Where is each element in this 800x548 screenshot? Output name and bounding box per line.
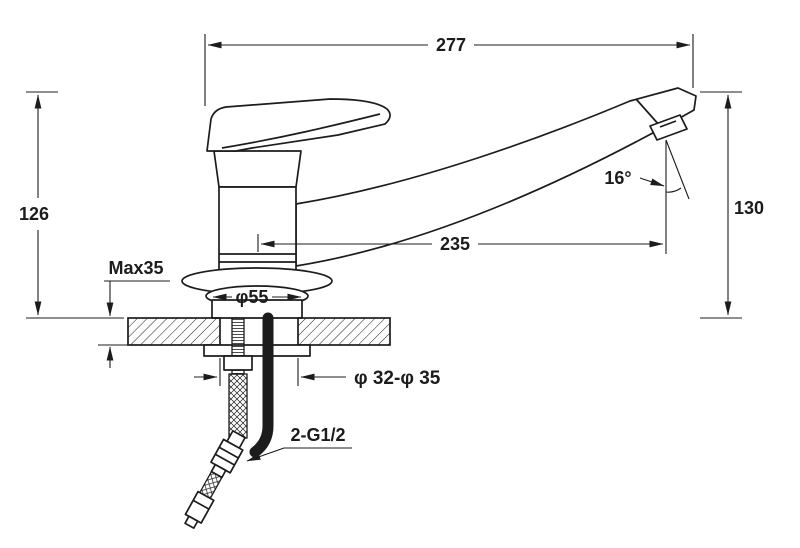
countertop-right	[297, 317, 391, 346]
faucet-spout	[295, 87, 697, 267]
leader-line	[246, 447, 285, 462]
dim-spout-height: 130	[700, 91, 764, 319]
angle-leader	[639, 177, 665, 187]
supply-hose-braided	[228, 373, 248, 439]
mounting-nut	[223, 355, 253, 371]
dim-mounting-hole: φ 32-φ 35	[194, 358, 441, 389]
aerator-slot	[659, 120, 677, 128]
dim-base-diameter: φ55	[212, 287, 302, 307]
dim-label-mounting-hole: φ 32-φ 35	[354, 368, 441, 389]
aerator	[649, 114, 688, 141]
connector-nut-facet-2	[214, 453, 235, 466]
dim-body-height: 126	[19, 91, 124, 319]
mounting-assembly	[184, 312, 311, 529]
dim-label-hose-connection: 2-G1/2	[290, 425, 345, 445]
handle-lever	[206, 98, 391, 152]
supply-hose-dark	[249, 312, 274, 458]
spout-head-seam	[635, 98, 661, 127]
dim-deck-thickness: Max35	[98, 258, 170, 368]
dim-spout-reach: 235	[257, 140, 667, 254]
faucet-body	[181, 98, 391, 319]
countertop	[127, 317, 391, 346]
countertop-left	[127, 317, 221, 346]
dim-aerator-angle: 16°	[604, 139, 690, 200]
hose-end-connector	[184, 430, 246, 529]
connector-nut-facet-1	[218, 446, 239, 459]
base-cylinder	[211, 299, 303, 319]
handle-contour	[221, 113, 381, 149]
end-nut-facet	[192, 499, 210, 510]
dim-label-body-height: 126	[19, 204, 49, 224]
dim-hose-connection: 2-G1/2	[246, 425, 352, 462]
dim-label-aerator-angle: 16°	[604, 168, 631, 188]
dim-overall-width: 277	[204, 34, 694, 106]
mounting-plate	[203, 344, 311, 357]
dim-label-deck-thickness: Max35	[108, 258, 163, 278]
angle-arc	[665, 187, 682, 193]
body-cylinder	[218, 186, 297, 281]
dim-label-base-diameter: φ55	[236, 287, 269, 307]
dim-label-spout-height: 130	[734, 198, 764, 218]
angle-slant-line	[665, 139, 690, 200]
dim-label-spout-reach: 235	[440, 234, 470, 254]
cartridge-cap	[213, 150, 302, 188]
end-tip	[184, 515, 199, 529]
spout-arm	[295, 87, 697, 267]
dim-label-overall-width: 277	[436, 35, 466, 55]
